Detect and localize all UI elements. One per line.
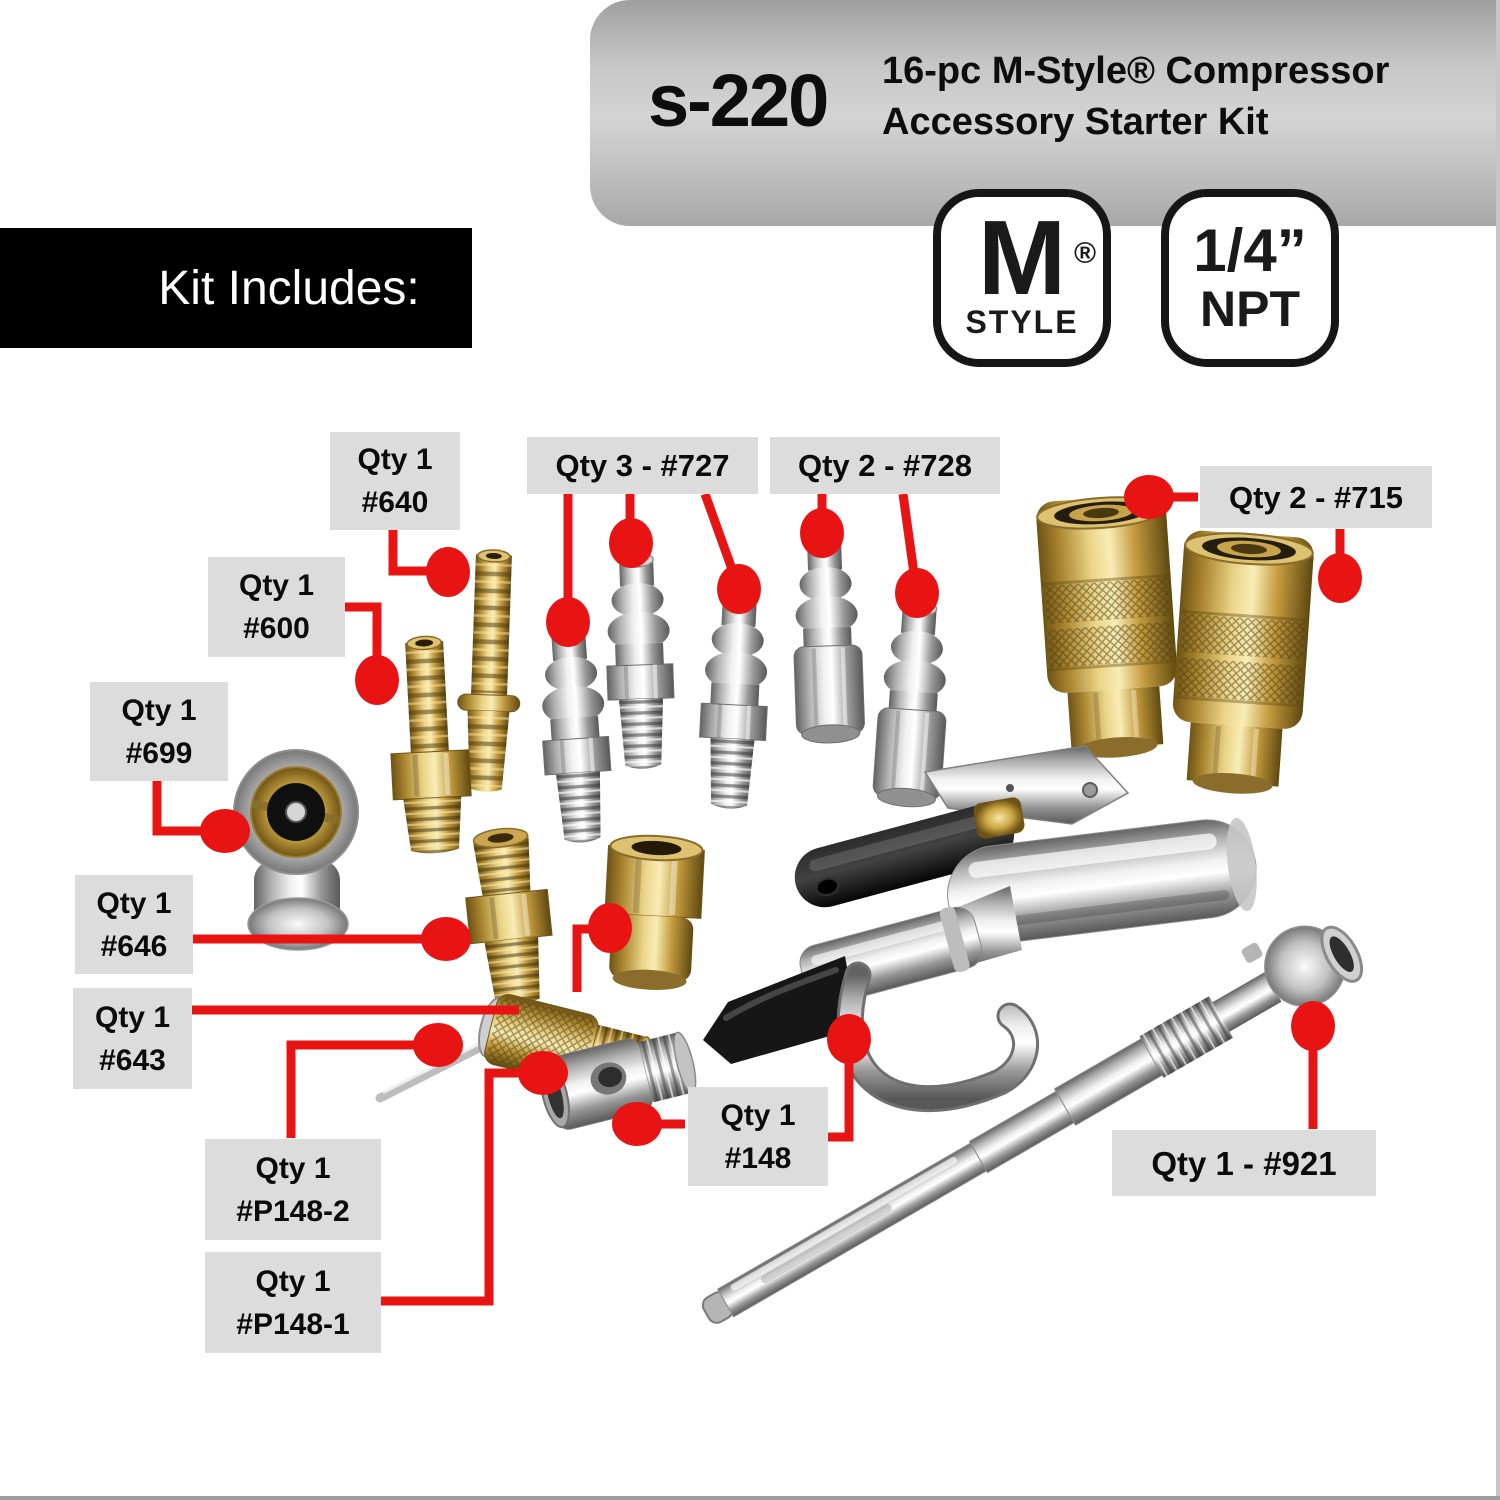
product-title: 16-pc M-Style® Compressor Accessory Star… bbox=[882, 46, 1389, 148]
callout-connector-600 bbox=[343, 602, 399, 705]
part-tire-gauge-921 bbox=[701, 925, 1364, 1324]
part-hex-nipple-646 bbox=[465, 827, 553, 1005]
part-plug-728-1 bbox=[790, 536, 865, 744]
callout-qty: Qty 1 bbox=[255, 1151, 331, 1185]
callout-label-148: Qty 1 #148 bbox=[688, 1087, 828, 1186]
callout-connector-p148-1 bbox=[381, 1051, 568, 1306]
part-plug-727-1 bbox=[532, 622, 618, 847]
callout-label-640: Qty 1 #640 bbox=[330, 432, 460, 530]
callout-qty-part: Qty 2 - #715 bbox=[1228, 479, 1404, 515]
callout-connector-728 bbox=[800, 493, 939, 618]
callout-connector-646 bbox=[193, 917, 471, 961]
callout-qty: Qty 1 bbox=[121, 693, 197, 727]
callout-connector-640 bbox=[388, 530, 470, 597]
callout-label-646: Qty 1 #646 bbox=[75, 875, 193, 974]
callout-part-number: #643 bbox=[99, 1043, 166, 1077]
callout-part-number: #600 bbox=[243, 612, 310, 645]
callout-qty-part: Qty 3 - #727 bbox=[555, 448, 730, 483]
callout-label-728: Qty 2 - #728 bbox=[770, 437, 1000, 494]
part-plug-727-2 bbox=[603, 552, 676, 770]
header-banner: s-220 16-pc M-Style® Compressor Accessor… bbox=[590, 0, 1500, 226]
part-hose-barb-600 bbox=[390, 635, 472, 854]
callout-qty: Qty 1 bbox=[94, 1000, 171, 1034]
part-plug-727-3 bbox=[696, 591, 773, 810]
callout-connector-699 bbox=[152, 780, 250, 853]
callout-connector-p148-2 bbox=[286, 1023, 463, 1138]
part-coupler-715-1 bbox=[1035, 493, 1183, 761]
callout-connector-921 bbox=[1291, 1001, 1335, 1129]
callout-connector-727 bbox=[546, 492, 761, 647]
part-coupler-715-2 bbox=[1167, 529, 1315, 797]
badge-npt: 1/4” NPT bbox=[1161, 189, 1339, 367]
callout-part-number: #699 bbox=[125, 736, 193, 770]
callout-part-number: #646 bbox=[100, 929, 168, 963]
m-style-word: STYLE bbox=[965, 303, 1079, 340]
callout-qty-part: Qty 2 - #728 bbox=[797, 448, 973, 483]
npt-size: 1/4” bbox=[1193, 217, 1307, 284]
product-title-line2: Accessory Starter Kit bbox=[882, 101, 1269, 143]
callout-part-number: #P148-2 bbox=[236, 1194, 350, 1228]
callout-qty: Qty 1 bbox=[720, 1098, 796, 1132]
m-style-letter: M® bbox=[977, 198, 1097, 317]
callout-part-number: #P148-1 bbox=[236, 1307, 350, 1341]
callout-part-number: #640 bbox=[361, 486, 429, 519]
registered-mark: ® bbox=[1074, 236, 1097, 270]
callout-qty-part: Qty 1 - #921 bbox=[1151, 1144, 1337, 1182]
callout-qty: Qty 1 bbox=[238, 569, 315, 602]
part-air-chuck-699 bbox=[233, 749, 359, 951]
product-title-line1: 16-pc M-Style® Compressor bbox=[882, 50, 1390, 92]
callout-label-727: Qty 3 - #727 bbox=[527, 437, 758, 494]
model-number: s-220 bbox=[648, 59, 829, 142]
kit-includes-label: Kit Includes: bbox=[158, 261, 420, 315]
callout-connectors bbox=[152, 475, 1362, 1306]
callout-qty: Qty 1 bbox=[255, 1264, 331, 1298]
npt-thread: NPT bbox=[1200, 281, 1300, 337]
callout-connector-643 bbox=[192, 903, 632, 1015]
callout-label-715: Qty 2 - #715 bbox=[1200, 466, 1432, 528]
callout-qty: Qty 1 bbox=[357, 443, 433, 476]
image-right-border bbox=[1496, 0, 1500, 1500]
callout-label-p148-1: Qty 1 #P148-1 bbox=[205, 1252, 381, 1353]
image-bottom-border bbox=[0, 1496, 1500, 1500]
callout-label-600: Qty 1 #600 bbox=[208, 557, 345, 657]
callout-label-p148-2: Qty 1 #P148-2 bbox=[205, 1139, 381, 1240]
kit-includes-bar: Kit Includes: bbox=[0, 228, 472, 348]
callout-connector-715 bbox=[1124, 475, 1362, 603]
part-hose-barb-640 bbox=[457, 549, 521, 792]
callout-label-921: Qty 1 - #921 bbox=[1112, 1130, 1376, 1196]
badge-m-style: M® STYLE bbox=[933, 189, 1111, 367]
callout-part-number: #148 bbox=[724, 1141, 792, 1175]
callout-connector-148 bbox=[612, 1014, 871, 1146]
callout-label-699: Qty 1 #699 bbox=[90, 682, 228, 781]
callout-label-643: Qty 1 #643 bbox=[73, 988, 192, 1089]
callout-qty: Qty 1 bbox=[96, 886, 172, 920]
